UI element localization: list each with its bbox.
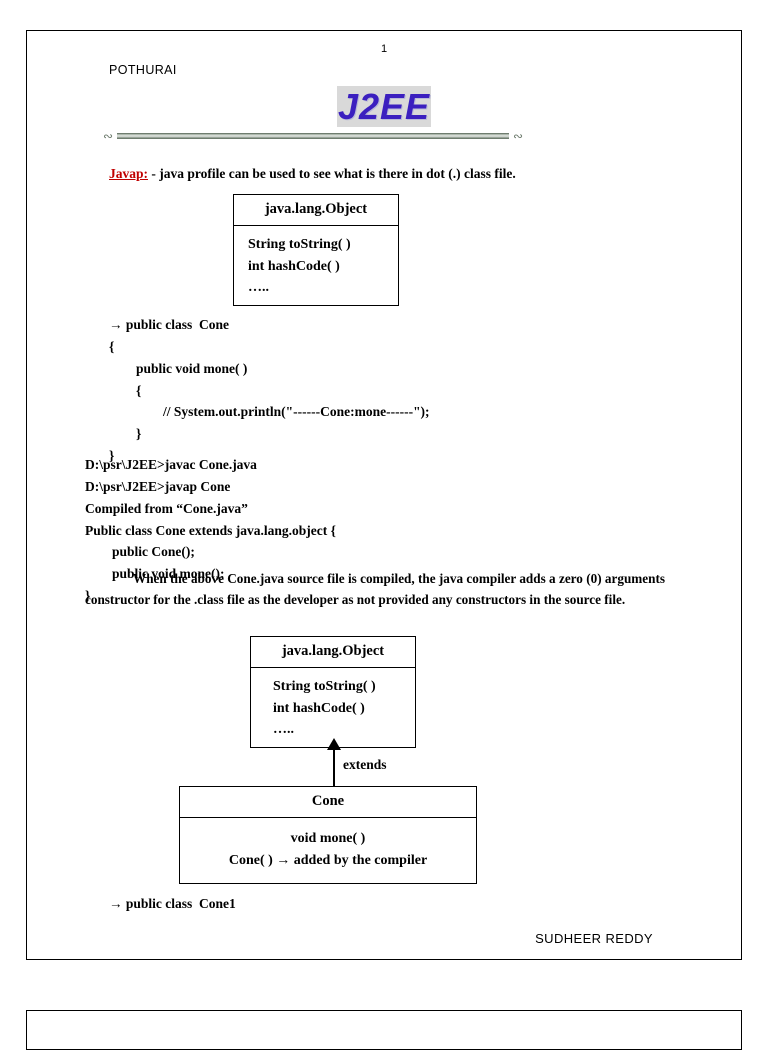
header-author-name: POTHURAI xyxy=(109,63,177,77)
page-number: 1 xyxy=(380,43,388,55)
explanation-paragraph: When the above Cone.java source file is … xyxy=(85,571,665,608)
uml-member: Cone( ) → added by the compiler xyxy=(228,853,428,869)
uml-class-box-object-bottom: java.lang.Object String toString( ) int … xyxy=(250,636,416,749)
uml-class-members: String toString( ) int hashCode( ) ….. xyxy=(234,226,398,305)
uml-member: String toString( ) xyxy=(273,679,376,694)
divider-bar xyxy=(117,133,509,139)
uml-class-box-cone: Cone void mone( ) Cone( ) → added by the… xyxy=(179,786,477,884)
arrow-head xyxy=(327,738,341,750)
uml-member: int hashCode( ) xyxy=(273,700,365,716)
uml-member: String toString( ) xyxy=(248,237,351,252)
uml-class-title: Cone xyxy=(180,787,476,818)
javap-definition-line: Javap: - java profile can be used to see… xyxy=(109,166,516,182)
javap-keyword: Javap: xyxy=(109,166,149,181)
page-content: 1 POTHURAI J2EE ∾ ∾ Javap: - java profil… xyxy=(27,31,741,959)
next-page-edge xyxy=(26,1010,742,1050)
uml-member: int hashCode( ) xyxy=(248,258,340,274)
code-block-console-output: D:\psr\J2EE>javac Cone.java D:\psr\J2EE>… xyxy=(85,457,336,604)
uml-class-box-object-top: java.lang.Object String toString( ) int … xyxy=(233,194,399,307)
document-page: 1 POTHURAI J2EE ∾ ∾ Javap: - java profil… xyxy=(26,30,742,960)
inheritance-arrow-icon xyxy=(327,738,341,788)
uml-member: ….. xyxy=(273,722,294,738)
next-class-declaration: → public class Cone1 xyxy=(109,896,236,911)
decorative-divider: ∾ ∾ xyxy=(103,129,523,143)
javap-description: - java profile can be used to see what i… xyxy=(148,166,516,181)
uml-class-title: java.lang.Object xyxy=(234,195,398,226)
uml-class-members: void mone( ) Cone( ) → added by the comp… xyxy=(180,818,476,883)
uml-member: ….. xyxy=(248,280,269,296)
divider-right-cap: ∾ xyxy=(512,129,523,143)
uml-class-title: java.lang.Object xyxy=(251,637,415,668)
page-title: J2EE xyxy=(27,86,741,128)
uml-member: void mone( ) xyxy=(290,831,366,846)
page-title-text: J2EE xyxy=(336,86,432,127)
extends-label: extends xyxy=(343,757,387,772)
divider-left-cap: ∾ xyxy=(103,129,114,143)
uml-class-members: String toString( ) int hashCode( ) ….. xyxy=(251,668,415,747)
code-block-cone-source: → public class Cone { public void mone( … xyxy=(109,317,430,464)
footer-author-name: SUDHEER REDDY xyxy=(535,931,653,946)
arrow-shaft xyxy=(333,747,335,788)
